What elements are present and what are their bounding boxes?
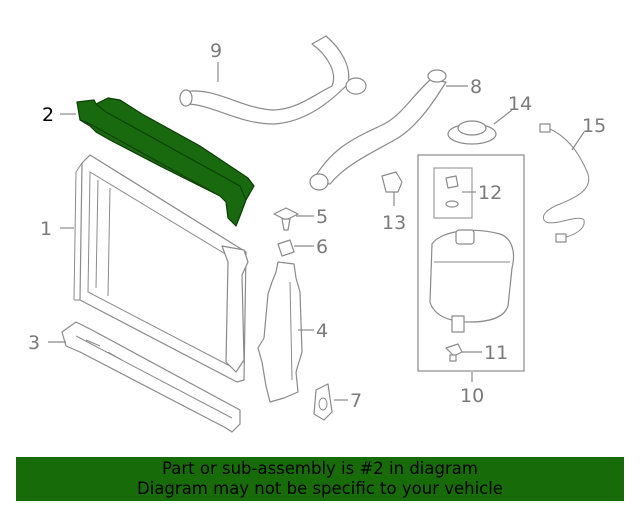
- callout-3: 3: [28, 332, 40, 354]
- expansion-tank-part-10[interactable]: [417, 154, 525, 372]
- callout-10: 10: [460, 385, 484, 407]
- callout-1: 1: [40, 218, 52, 240]
- cap-part-14[interactable]: [447, 120, 497, 145]
- callout-6: 6: [316, 236, 328, 258]
- bolt-washer-part-12[interactable]: [433, 167, 473, 219]
- upper-air-deflector-part-2[interactable]: [76, 97, 255, 227]
- callout-15: 15: [582, 115, 606, 137]
- callout-12: 12: [478, 182, 502, 204]
- radiator-part-1[interactable]: [73, 154, 249, 383]
- clip-part-6[interactable]: [277, 239, 295, 257]
- banner-line-1: Part or sub-assembly is #2 in diagram: [162, 459, 478, 478]
- callout-8: 8: [470, 76, 482, 98]
- leader-14: [493, 109, 513, 125]
- sensor-wire-part-15[interactable]: [539, 123, 590, 243]
- callout-9: 9: [210, 40, 222, 62]
- callout-11: 11: [484, 342, 508, 364]
- push-pin-part-5[interactable]: [273, 207, 299, 231]
- upper-hose-part-9[interactable]: [179, 35, 367, 125]
- lower-air-deflector-part-3[interactable]: [61, 321, 241, 433]
- callout-7: 7: [350, 390, 362, 412]
- sensor-part-13[interactable]: [381, 171, 403, 193]
- callout-4: 4: [316, 320, 328, 342]
- banner-line-2: Diagram may not be specific to your vehi…: [137, 479, 503, 498]
- bracket-part-7[interactable]: [313, 383, 333, 421]
- screw-part-11[interactable]: [445, 343, 463, 362]
- side-deflector-part-4[interactable]: [257, 261, 303, 403]
- callout-13: 13: [382, 212, 406, 234]
- callout-2: 2: [42, 104, 54, 126]
- leader-15: [571, 131, 585, 151]
- lower-hose-part-8[interactable]: [309, 69, 447, 191]
- callout-14: 14: [508, 93, 532, 115]
- info-banner: Part or sub-assembly is #2 in diagram Di…: [16, 457, 624, 501]
- callout-5: 5: [316, 206, 328, 228]
